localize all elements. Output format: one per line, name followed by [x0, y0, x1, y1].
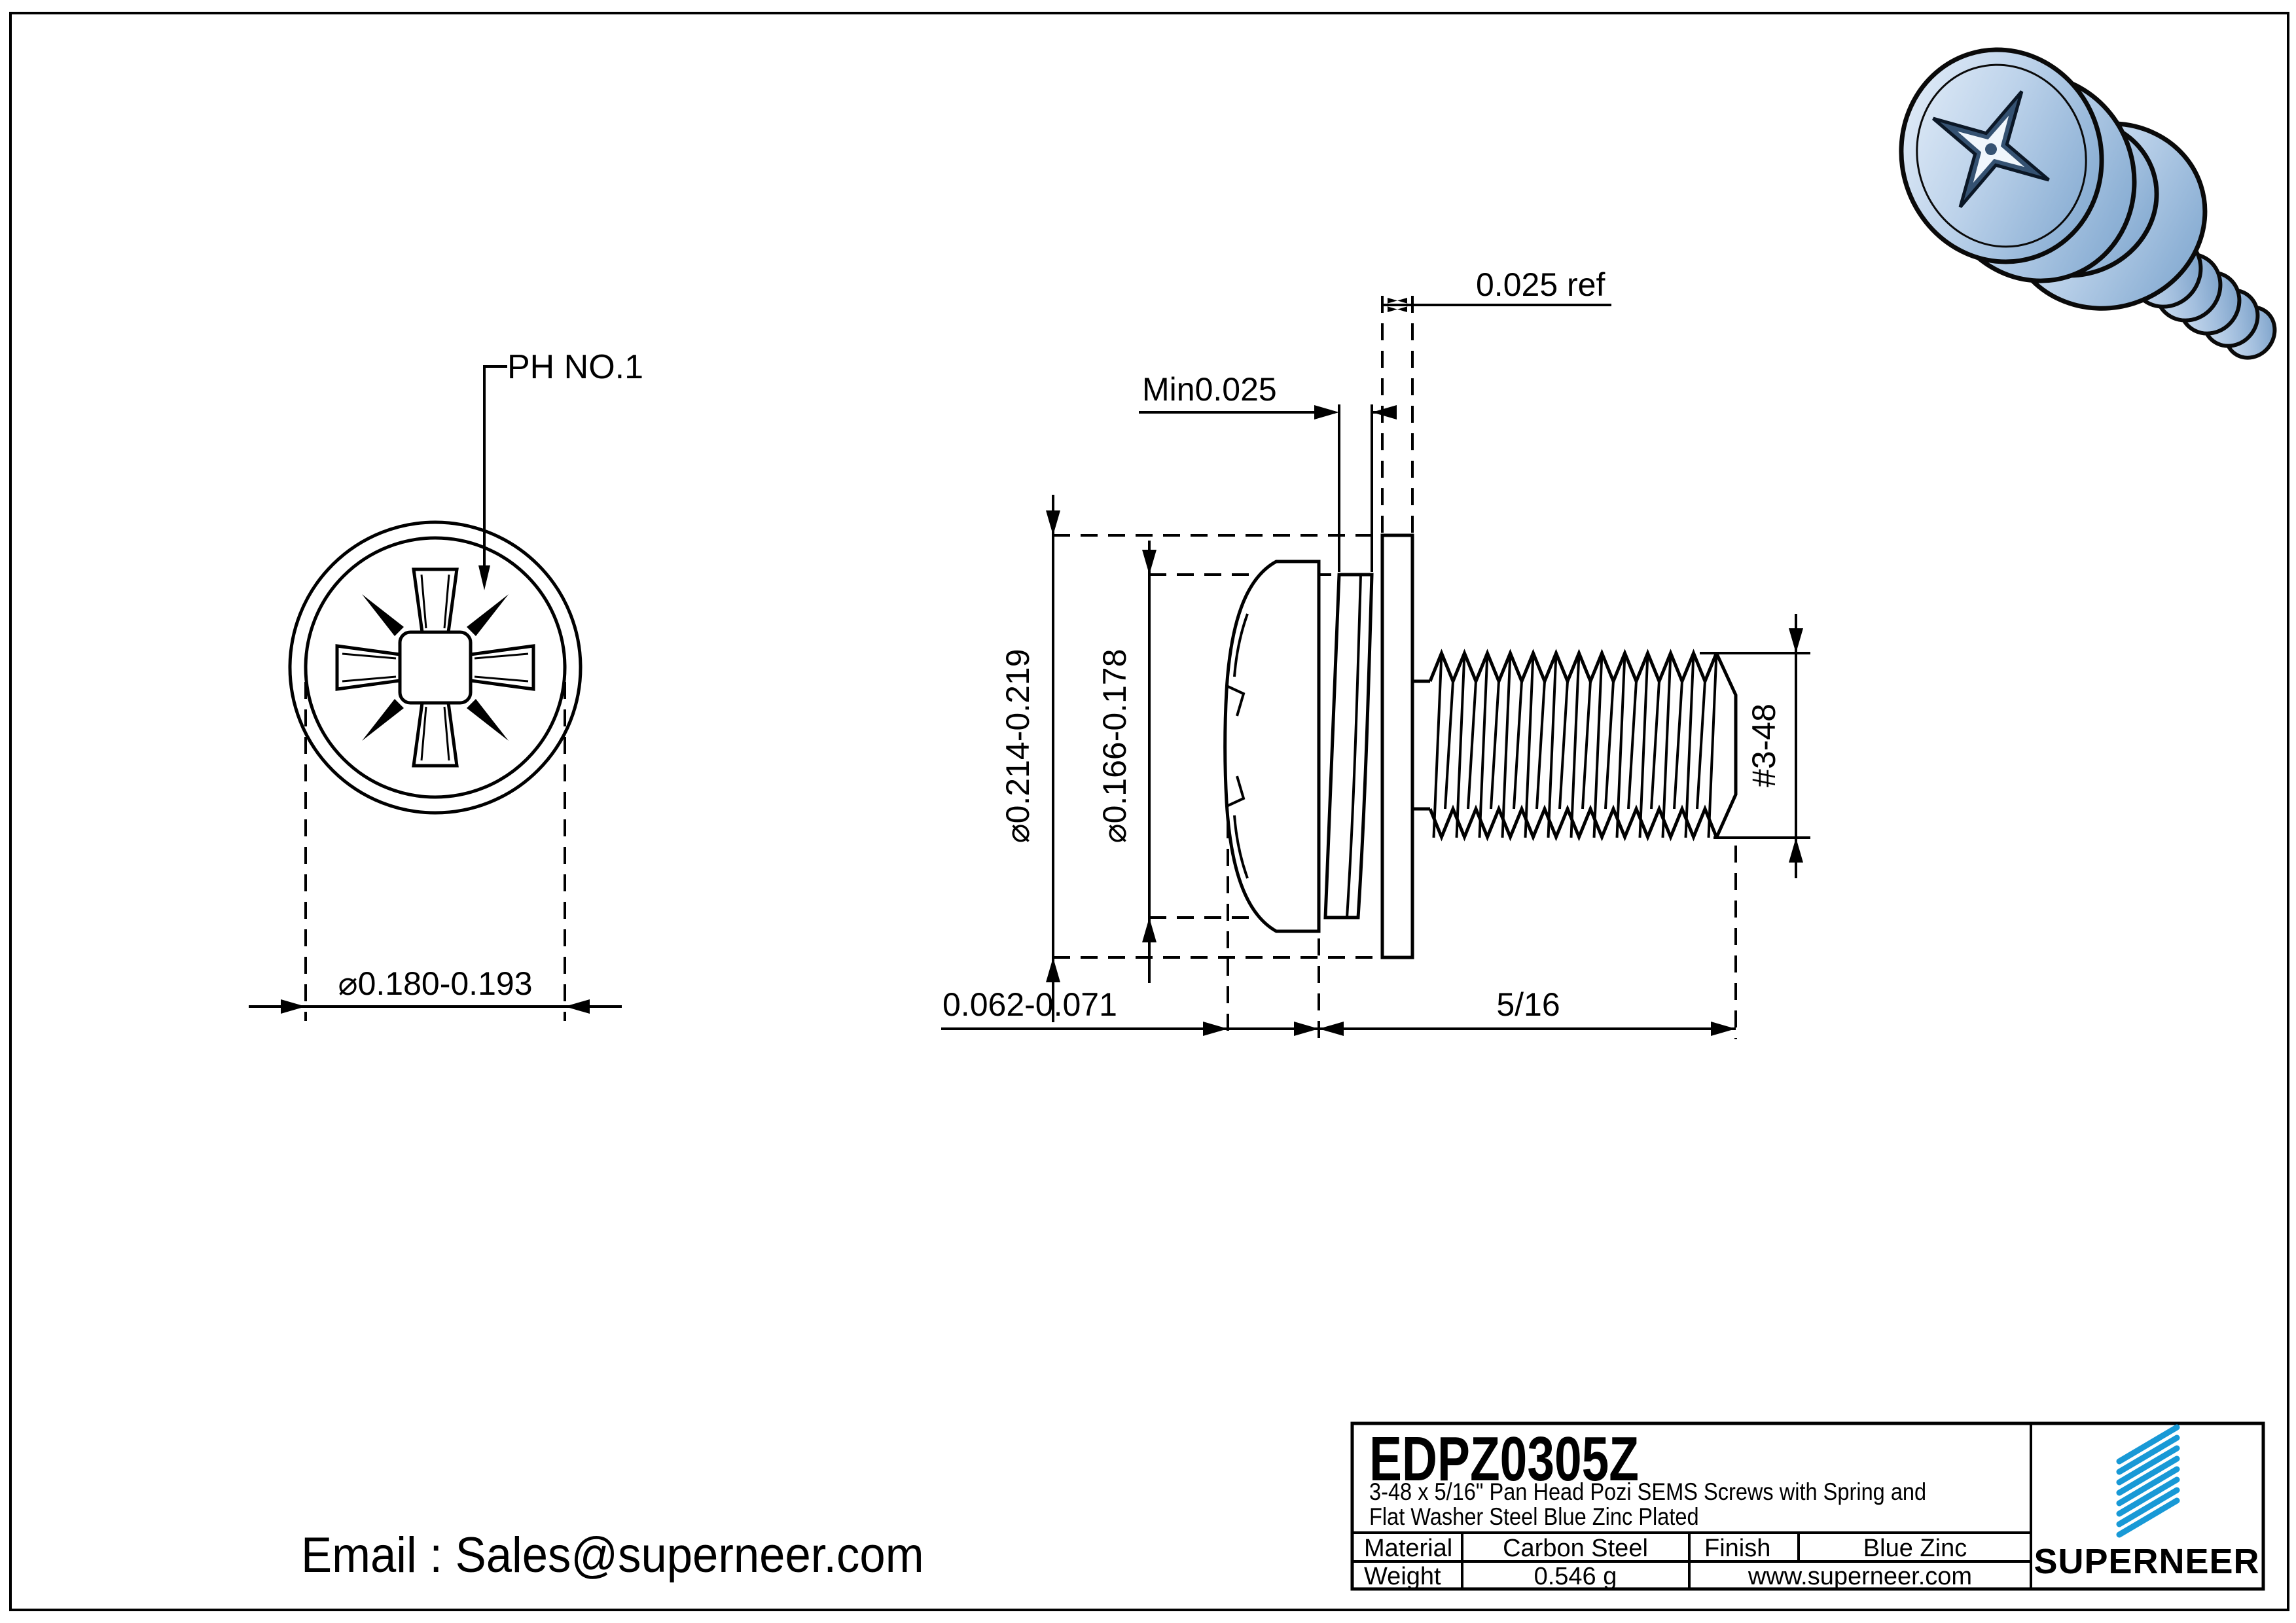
front-dim-head-od: ⌀0.180-0.193	[249, 682, 622, 1021]
dim-washer-thickness: 0.025 ref	[1382, 266, 1611, 312]
side-view: ⌀0.214-0.219 ⌀0.166-0.178 #3-48 0.025 re…	[941, 266, 1810, 1039]
logo-stripes-icon	[2116, 1424, 2180, 1538]
description-line2: Flat Washer Steel Blue Zinc Plated	[1369, 1503, 1699, 1530]
brand-logo: SUPERNEER	[2034, 1424, 2259, 1581]
description-line1: 3-48 x 5/16" Pan Head Pozi SEMS Screws w…	[1369, 1478, 1926, 1505]
pozi-wing-marks	[362, 594, 509, 741]
thread-tip-chamfer	[1715, 652, 1738, 839]
thread-size-text: #3-48	[1746, 704, 1782, 787]
dim-spring-thickness: Min0.025	[1139, 371, 1397, 572]
extension-lines-dashed	[1053, 296, 1737, 1039]
dim-thread-size: #3-48	[1700, 614, 1810, 878]
contact-email: Email : Sales@superneer.com	[301, 1527, 924, 1583]
dim-washer-thickness-text: 0.025 ref	[1476, 266, 1605, 303]
head-circle	[304, 536, 567, 799]
dim-spring-od-text: ⌀0.166-0.178	[1096, 649, 1133, 844]
material-value: Carbon Steel	[1503, 1535, 1648, 1562]
page-border	[9, 12, 2289, 1611]
dim-spring-od: ⌀0.166-0.178	[1096, 541, 1157, 983]
head-dome-curves	[1233, 613, 1249, 879]
recess-profile-notches	[1226, 685, 1246, 808]
part-number: EDPZ0305Z	[1369, 1424, 1639, 1494]
spring-washer-profile	[1323, 573, 1374, 919]
material-label: Material	[1364, 1535, 1452, 1562]
brand-name: SUPERNEER	[2034, 1542, 2259, 1581]
weight-value: 0.546 g	[1534, 1563, 1617, 1590]
dim-spring-thickness-text: Min0.025	[1142, 371, 1277, 408]
pozi-recess-icon	[335, 567, 535, 768]
render-pozi-star-icon	[1932, 90, 2050, 208]
washer-outer-circle	[288, 520, 583, 815]
finish-label: Finish	[1704, 1535, 1770, 1562]
dim-washer-od: ⌀0.214-0.219	[999, 495, 1060, 1022]
front-view: PH NO.1 ⌀0.180-0.193	[249, 348, 643, 1021]
dim-head-od-text: ⌀0.180-0.193	[338, 965, 533, 1002]
dim-bottom-row: 0.062-0.071 5/16	[941, 986, 1736, 1036]
pan-head-profile	[1223, 560, 1321, 933]
title-block-grid	[1350, 1421, 2265, 1591]
title-block: EDPZ0305Z 3-48 x 5/16" Pan Head Pozi SEM…	[1350, 1421, 2265, 1591]
drive-label: PH NO.1	[507, 348, 643, 386]
weight-label: Weight	[1364, 1563, 1441, 1590]
dim-head-height-text: 0.062-0.071	[942, 986, 1117, 1023]
dim-washer-od-text: ⌀0.214-0.219	[999, 649, 1036, 844]
thread-profile	[1428, 649, 1738, 842]
shank-lines	[1412, 679, 1430, 811]
screw-3d-render	[1899, 47, 2277, 360]
flat-washer-profile	[1380, 533, 1414, 959]
finish-value: Blue Zinc	[1863, 1535, 1967, 1562]
dim-thread-length-text: 5/16	[1496, 986, 1560, 1023]
website-link[interactable]: www.superneer.com	[1748, 1563, 1972, 1590]
drive-leader-line	[478, 365, 507, 590]
leader-arrow-icon	[478, 565, 490, 590]
